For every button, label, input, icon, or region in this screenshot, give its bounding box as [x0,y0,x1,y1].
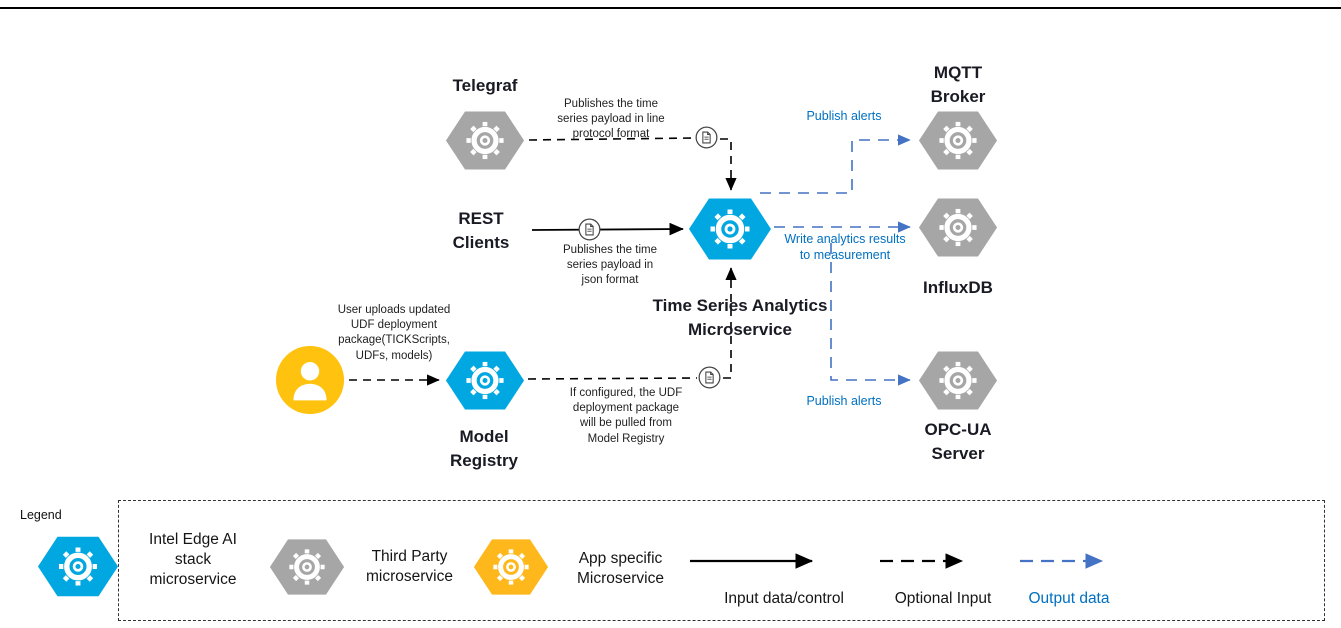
legend-item-intel-label: Intel Edge AI stack microservice [149,531,237,589]
document-icon [695,126,718,149]
arrow-microservice-to-mqtt [760,134,911,194]
publish-alerts-top-annotation: Publish alerts [806,109,882,123]
legend-item-app-specific-label: App specific Microservice [577,550,664,588]
rest-clients-label: REST Clients [452,209,510,252]
legend-box [118,500,1325,621]
legend-optional-label: Optional Input [894,590,992,607]
document-icon [578,218,601,241]
if-configured-annotation: If configured, the UDF deployment packag… [569,387,683,445]
model-registry-label: Model Registry [449,427,519,470]
top-border-line [0,7,1341,9]
legend-output-label: Output data [1028,590,1110,607]
tsa-microservice-gear-icon [688,196,772,262]
influxdb-gear-icon [918,197,998,258]
legend-third-party-gear-icon [269,538,345,596]
opcua-server-label: OPC-UA Server [924,420,992,463]
tsa-microservice-label: Time Series Analytics Microservice [652,296,828,339]
arrow-doc-to-microservice-bottom [723,267,737,379]
legend-item-third-party-label: Third Party microservice [366,548,453,586]
publish-alerts-bottom-annotation: Publish alerts [806,394,882,408]
mqtt-broker-label: MQTT Broker [930,63,986,106]
telegraf-label: Telegraf [452,76,518,95]
write-results-annotation: Write analytics results to measurement [784,232,906,262]
influxdb-label: InfluxDB [923,278,993,297]
legend-intel-gear-icon [37,535,119,598]
arrow-model-registry-to-doc [527,377,698,380]
user-uploads-annotation: User uploads updated UDF deployment pack… [337,304,451,362]
json-format-annotation: Publishes the time series payload in jso… [563,244,657,287]
arrow-rest-to-microservice [531,222,684,236]
legend-title: Legend [20,508,62,522]
arrow-microservice-to-opcua [830,243,911,386]
line-protocol-annotation: Publishes the time series payload in lin… [557,98,665,141]
mqtt-broker-gear-icon [918,110,998,171]
telegraf-gear-icon [445,110,525,171]
legend-app-specific-gear-icon [473,538,549,596]
opcua-server-gear-icon [918,350,998,411]
legend-input-label: Input data/control [724,590,844,607]
arrow-doc-to-microservice-top [720,138,737,191]
